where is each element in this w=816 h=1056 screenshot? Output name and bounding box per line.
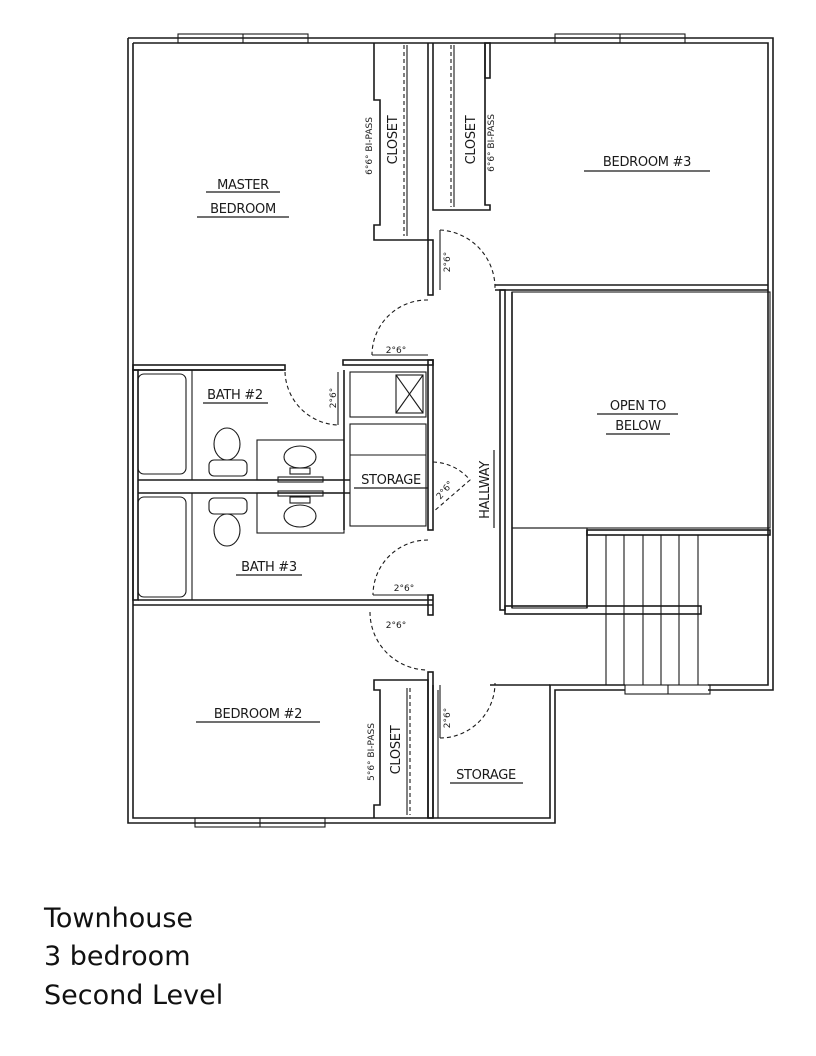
dim-bath3-door: 2°6° — [394, 584, 414, 594]
label-open-to-below-1: OPEN TO — [610, 399, 666, 414]
dim-bed2-door: 2°6° — [386, 621, 406, 631]
label-bedroom-3: BEDROOM #3 — [603, 155, 691, 170]
windows — [177, 33, 711, 828]
dim-lower-storage-door: 2°6° — [443, 708, 453, 728]
label-closet-bed3: CLOSET — [464, 115, 479, 164]
label-hallway: HALLWAY — [478, 461, 493, 519]
floor-plan: MASTER BEDROOM BEDROOM #3 BATH #2 BATH #… — [127, 33, 774, 828]
dim-storage-door: 2°6° — [435, 480, 456, 502]
label-bedroom-2: BEDROOM #2 — [214, 707, 302, 722]
label-closet-master: CLOSET — [386, 115, 401, 164]
caption-title: Townhouse — [44, 903, 194, 934]
label-bath-3: BATH #3 — [241, 560, 297, 575]
dim-bed3-closet: 6°6° BI-PASS — [487, 114, 497, 172]
dimension-labels: 6°6° BI-PASS 6°6° BI-PASS 5°6° BI-PASS 2… — [329, 114, 497, 781]
caption-level: Second Level — [44, 980, 224, 1011]
dim-bed2-closet: 5°6° BI-PASS — [367, 723, 377, 781]
label-master-2: BEDROOM — [210, 202, 276, 217]
dim-master-door: 2°6° — [386, 346, 406, 356]
dim-master-closet: 6°6° BI-PASS — [365, 117, 375, 175]
interior-walls — [132, 42, 771, 819]
door-swings — [284, 229, 496, 739]
dim-bed3-door: 2°6° — [443, 252, 453, 272]
caption-bedrooms: 3 bedroom — [44, 941, 191, 972]
room-labels: MASTER BEDROOM BEDROOM #3 BATH #2 BATH #… — [196, 115, 710, 784]
label-storage-lower: STORAGE — [456, 768, 516, 783]
label-open-to-below-2: BELOW — [615, 419, 661, 434]
staircase — [504, 529, 771, 685]
label-bath-2: BATH #2 — [207, 388, 263, 403]
label-closet-bed2: CLOSET — [389, 725, 404, 774]
label-storage-center: STORAGE — [361, 473, 421, 488]
label-master-1: MASTER — [217, 178, 269, 193]
dim-bath2-door: 2°6° — [329, 388, 339, 408]
